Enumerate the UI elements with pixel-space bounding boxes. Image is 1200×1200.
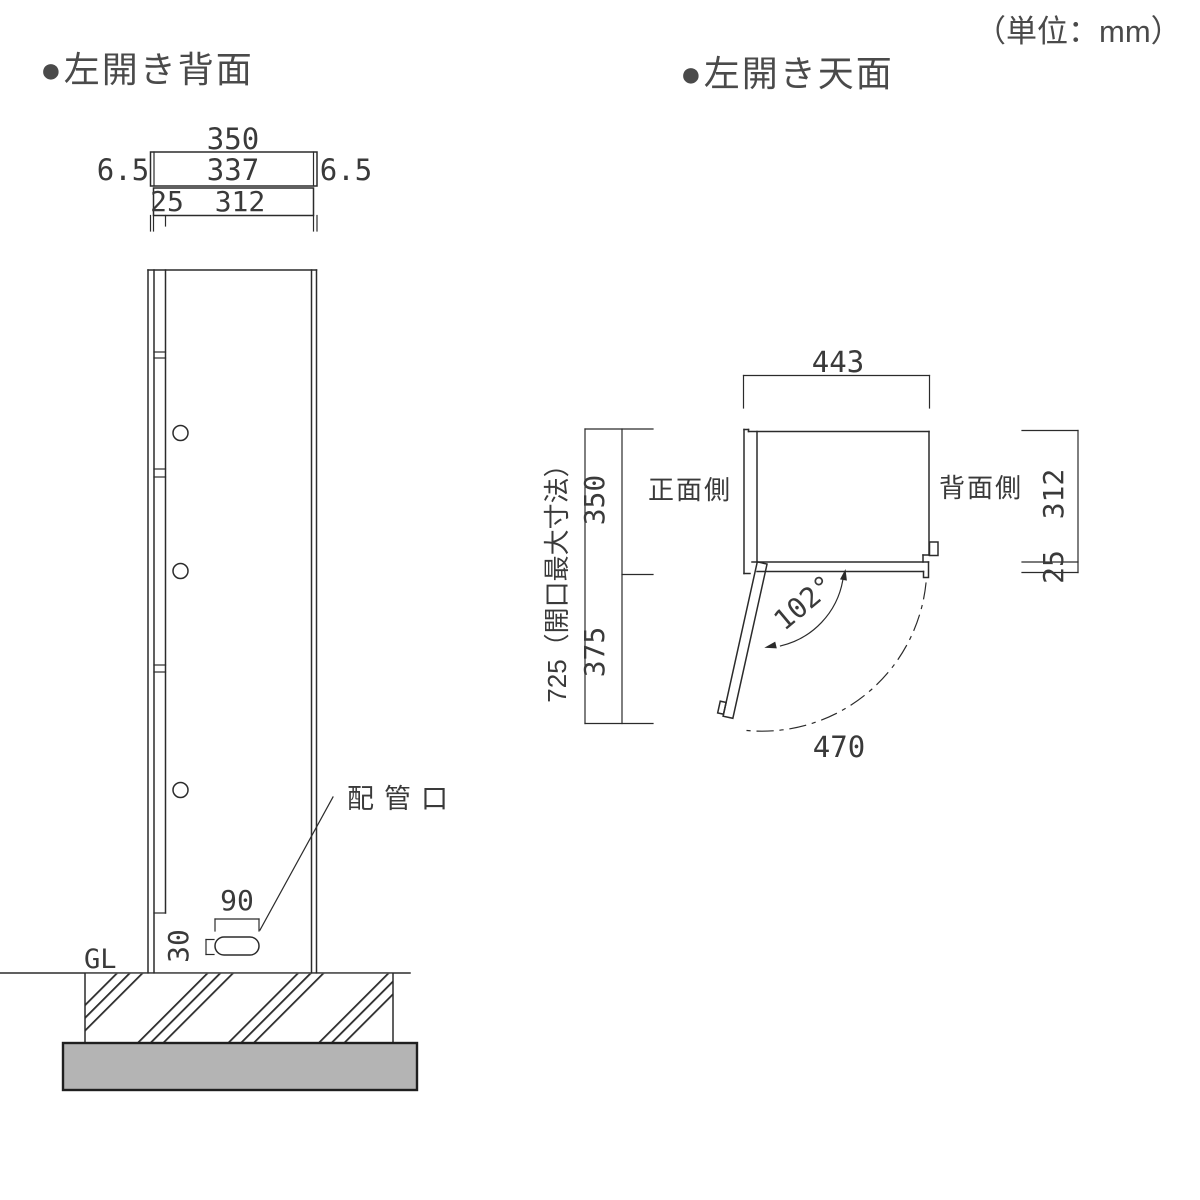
top-view-drawing: 443 725（開口最大寸法） 350 375 312 25 正面側 背面側 1… <box>542 345 1079 764</box>
top-dim-depth: 443 <box>812 345 864 379</box>
door-angle-annotation <box>764 569 847 649</box>
top-dim-edge-offset: 25 <box>1037 550 1070 584</box>
pipe-hole-dimensions <box>205 796 334 956</box>
rear-dim-overall-width: 350 <box>207 122 259 156</box>
top-dim-opening-width: 312 <box>1037 469 1070 520</box>
base-slab <box>61 1041 419 1092</box>
screw-hole-bottom <box>172 781 189 799</box>
ground-line-label: GL <box>84 944 117 975</box>
rear-view-drawing: 350 337 6.5 6.5 25 312 90 30 GL 配管口 <box>0 122 458 1092</box>
sweep-radius-value: 470 <box>813 730 865 764</box>
rear-pillar-body <box>147 269 318 974</box>
pipe-port-label: 配管口 <box>347 784 458 814</box>
top-depth-dimension <box>742 374 931 409</box>
top-dim-door-sweep: 375 <box>578 627 611 678</box>
top-right-dimensions <box>1021 429 1079 574</box>
pipe-hole-height-dim: 30 <box>162 929 195 963</box>
pipe-port-leader-line <box>259 796 334 931</box>
top-body-outline <box>743 428 939 579</box>
door-swing-arc <box>741 582 927 732</box>
rear-dim-inner-width: 337 <box>207 153 259 187</box>
foundation-hatch <box>85 973 393 1044</box>
screw-hole-middle <box>172 562 189 580</box>
top-left-dimensions <box>584 428 654 725</box>
top-dim-body-width: 350 <box>578 475 611 526</box>
screw-hole-top <box>172 424 189 442</box>
rear-dim-margin-right: 6.5 <box>320 153 372 187</box>
pipe-port-hole <box>214 936 260 956</box>
ground-and-foundation <box>0 972 419 1092</box>
door-angle-value: 102° <box>767 568 840 637</box>
pipe-hole-width-dim: 90 <box>220 884 254 917</box>
open-door <box>716 560 768 720</box>
unit-note: （単位：mm） <box>975 14 1182 49</box>
top-dim-max-opening: 725（開口最大寸法） <box>542 451 572 702</box>
rear-dim-edge-offset: 25 <box>150 185 184 218</box>
rear-view-title: ●左開き背面 <box>40 49 254 90</box>
back-side-label: 背面側 <box>939 473 1023 503</box>
rear-dimension-lines <box>149 151 318 232</box>
door-latch <box>928 541 939 557</box>
rear-dim-opening-width: 312 <box>215 185 266 218</box>
top-view-title: ●左開き天面 <box>680 53 894 94</box>
rear-dim-margin-left: 6.5 <box>97 153 149 187</box>
front-side-label: 正面側 <box>648 475 732 505</box>
